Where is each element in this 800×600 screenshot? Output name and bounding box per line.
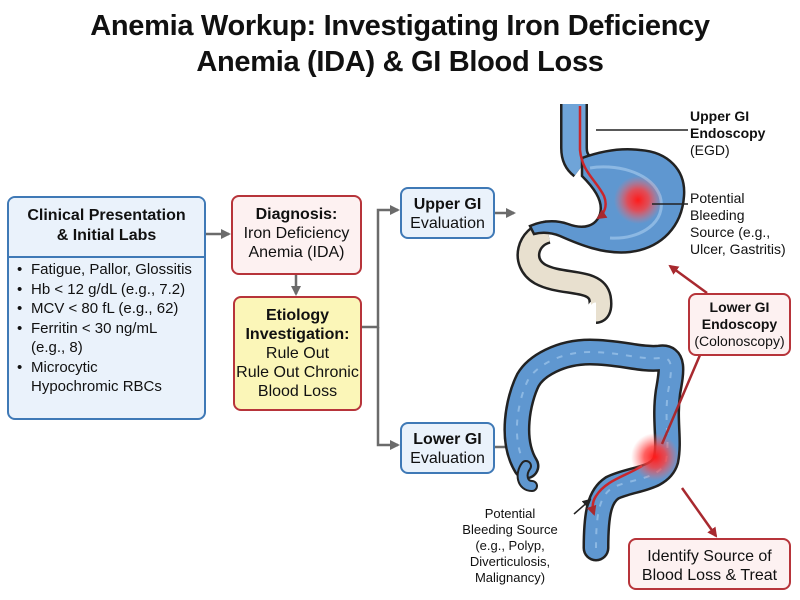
annotation-lines <box>573 129 688 515</box>
list-item-text: (e.g., 8) <box>31 339 83 356</box>
identify-source-box: Identify Source of Blood Loss & Treat <box>628 538 791 590</box>
list-item-text: Fatigue, Pallor, Glossitis <box>31 261 192 278</box>
etiology-heading-line-1: Etiology <box>265 307 330 324</box>
upper-gi-endoscopy-label: Upper GI Endoscopy (EGD) <box>690 108 765 159</box>
lower-bleed-line-4: Diverticulosis, <box>469 554 551 569</box>
upper-bleed-line-1: Potential <box>690 190 745 206</box>
upper-bleeding-source-label: Potential Bleeding Source (e.g., Ulcer, … <box>690 190 786 258</box>
title-line-1: Anemia Workup: Investigating Iron Defici… <box>90 10 710 42</box>
flow-arrows <box>206 205 516 452</box>
list-item-text: Ferritin < 30 ng/mL <box>31 319 158 337</box>
lower-gi-endoscopy-box: Lower GI Endoscopy (Colonoscopy) <box>688 293 791 356</box>
lower-gi-evaluation-box: Lower GI Evaluation <box>400 422 495 474</box>
etiology-line-2: Rule Out Chronic <box>236 364 359 381</box>
page-title: Anemia Workup: Investigating Iron Defici… <box>0 8 800 80</box>
etiology-line-1: Rule Out <box>265 345 330 362</box>
diagnosis-line-1: Iron Deficiency <box>243 225 350 242</box>
list-item-text: Hb < 12 g/dL (e.g., 7.2) <box>31 280 186 298</box>
lower-bleed-line-1: Potential <box>484 506 536 521</box>
lower-endoscopy-line-3: (Colonoscopy) <box>694 333 785 349</box>
list-item: Hb < 12 g/dL (e.g., 7.2) <box>17 280 192 300</box>
upper-gi-eval-line-2: Evaluation <box>410 215 485 232</box>
upper-bleed-line-3: Source (e.g., <box>690 224 771 240</box>
clinical-presentation-box: Clinical Presentation & Initial Labs Fat… <box>7 196 206 420</box>
outcome-line-1: Identify Source of <box>647 548 772 565</box>
upper-gi-evaluation-box: Upper GI Evaluation <box>400 187 495 239</box>
list-item: Ferritin < 30 ng/mL (e.g., 8) <box>17 319 192 358</box>
etiology-heading-line-2: Investigation: <box>245 326 350 343</box>
diagnosis-heading: Diagnosis: <box>255 206 338 223</box>
list-item-text: MCV < 80 fL (e.g., 62) <box>31 300 179 317</box>
upper-endoscopy-line-2: Endoscopy <box>690 125 766 141</box>
lower-endoscopy-line-2: Endoscopy <box>701 316 778 332</box>
clinical-heading-line-2: & Initial Labs <box>56 227 157 244</box>
upper-endoscopy-line-3: (EGD) <box>690 142 730 158</box>
upper-gi-eval-line-1: Upper GI <box>413 196 482 213</box>
title-line-2: Anemia (IDA) & GI Blood Loss <box>196 46 604 78</box>
outcome-line-2: Blood Loss & Treat <box>641 567 778 584</box>
lower-bleed-line-3: (e.g., Polyp, <box>475 538 545 553</box>
list-item: MCV < 80 fL (e.g., 62) <box>17 299 192 319</box>
lower-bleed-line-5: Malignancy) <box>474 570 546 585</box>
clinical-heading-line-1: Clinical Presentation <box>27 207 186 224</box>
lower-endoscopy-line-1: Lower GI <box>709 299 770 315</box>
colon-illustration <box>503 338 685 562</box>
diagnosis-box: Diagnosis: Iron Deficiency Anemia (IDA) <box>231 195 362 275</box>
lower-bleed-line-2: Bleeding Source <box>462 522 558 537</box>
list-item-text: Hypochromic RBCs <box>31 378 162 395</box>
clinical-findings-list: Fatigue, Pallor, Glossitis Hb < 12 g/dL … <box>9 260 192 397</box>
clinical-presentation-heading: Clinical Presentation & Initial Labs <box>9 198 204 258</box>
upper-endoscopy-line-1: Upper GI <box>690 108 750 124</box>
list-item: Fatigue, Pallor, Glossitis <box>17 260 192 280</box>
list-item-text: Microcytic <box>31 358 98 376</box>
etiology-line-3: Blood Loss <box>257 383 338 400</box>
lower-bleeding-source-label: Potential Bleeding Source (e.g., Polyp, … <box>444 506 576 586</box>
lower-gi-eval-line-1: Lower GI <box>413 431 482 448</box>
upper-bleed-line-2: Bleeding <box>690 207 745 223</box>
red-arrows <box>660 264 718 538</box>
diagnosis-line-2: Anemia (IDA) <box>248 244 345 261</box>
upper-bleed-line-4: Ulcer, Gastritis) <box>690 241 786 257</box>
stomach-illustration <box>516 104 686 324</box>
etiology-box: Etiology Investigation: Rule Out Rule Ou… <box>233 296 362 411</box>
lower-gi-eval-line-2: Evaluation <box>410 450 485 467</box>
